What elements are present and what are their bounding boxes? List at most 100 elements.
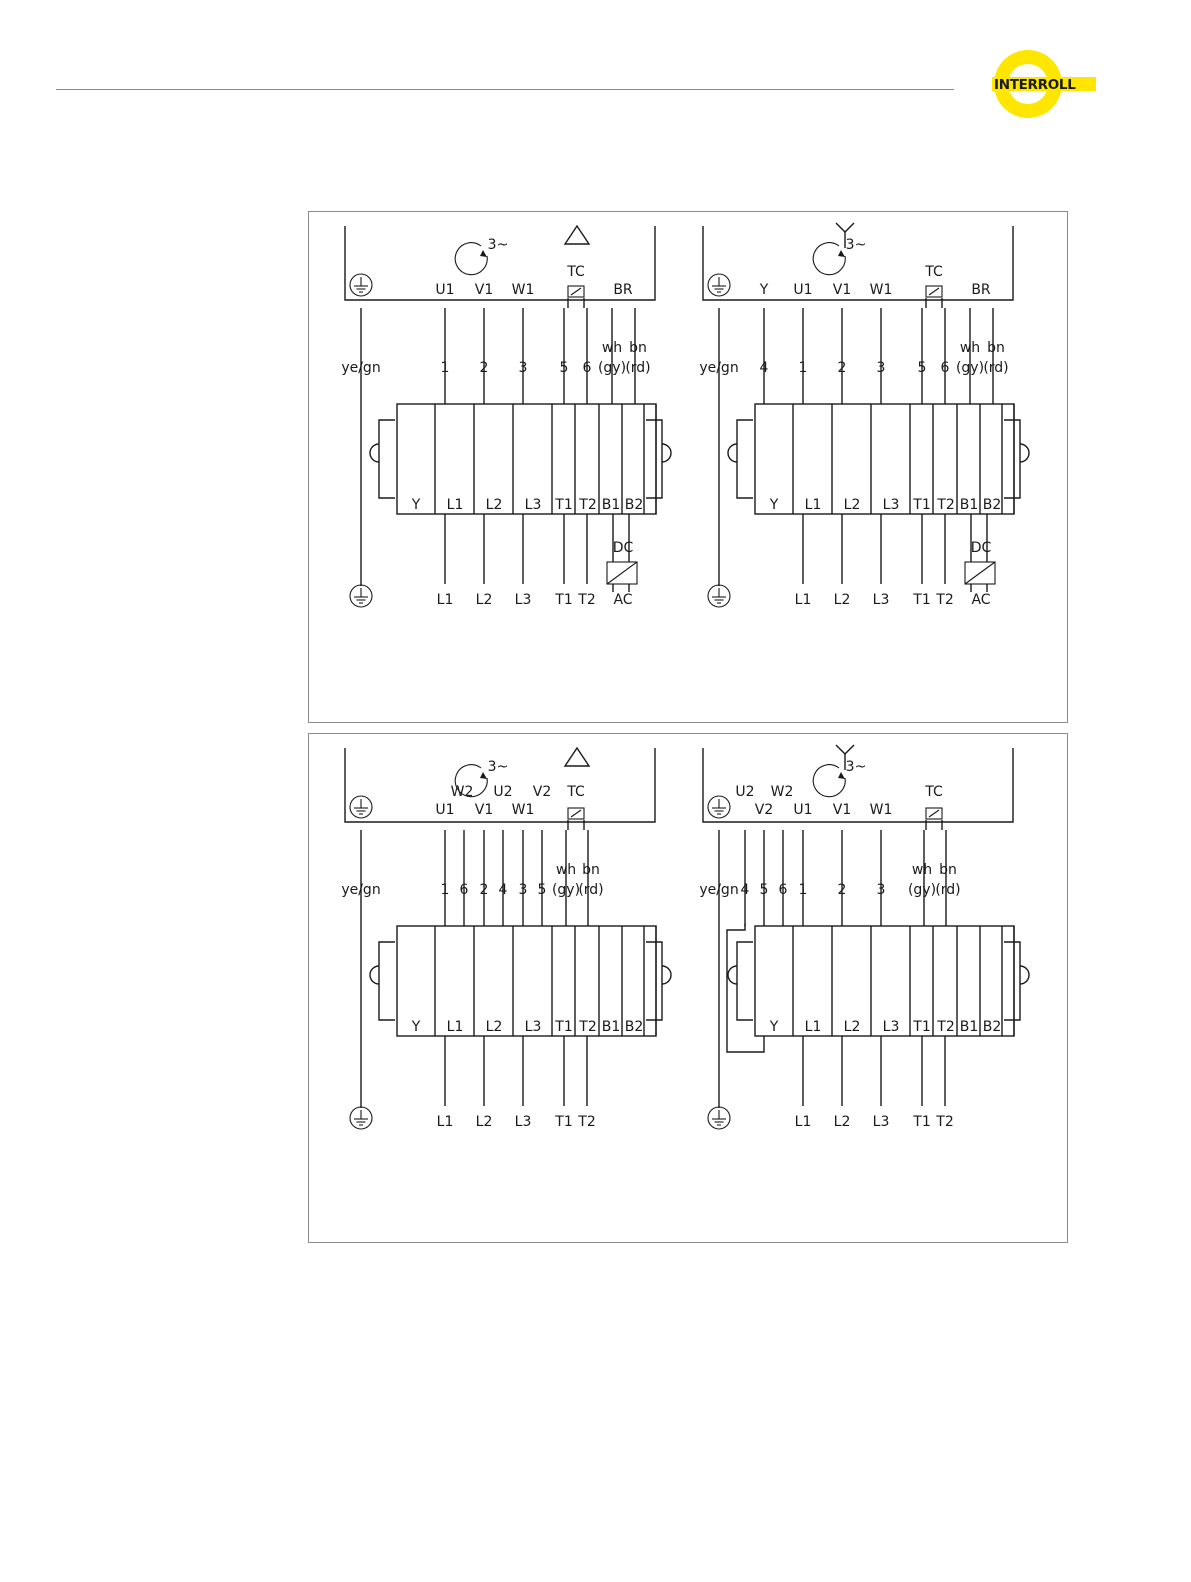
thermal-contact-switch bbox=[570, 809, 582, 818]
wire-color-label: (gy) bbox=[598, 360, 626, 376]
supply-label: L1 bbox=[795, 592, 812, 608]
terminal-label: U1 bbox=[435, 282, 454, 298]
terminal-block-label: L2 bbox=[844, 1019, 861, 1035]
terminal-block-label: T2 bbox=[936, 1019, 954, 1035]
wire-color-label: bn bbox=[939, 862, 957, 878]
supply-label: L3 bbox=[873, 1114, 890, 1130]
wire-color-label: bn bbox=[629, 340, 647, 356]
terminal-label: V2 bbox=[755, 802, 773, 818]
terminal-label: U1 bbox=[793, 802, 812, 818]
terminal-block-label: L1 bbox=[447, 1019, 464, 1035]
interroll-logo: INTERROLL bbox=[990, 46, 1100, 122]
terminal-label: W1 bbox=[870, 282, 893, 298]
terminal-block-label: T1 bbox=[554, 497, 572, 513]
ground-circle bbox=[707, 795, 731, 819]
supply-label: L2 bbox=[834, 1114, 851, 1130]
mounting-clip-hook bbox=[369, 965, 380, 985]
rotation-arc bbox=[812, 764, 846, 798]
rotation-icon: 3~ bbox=[812, 759, 866, 798]
wire-number: 5 bbox=[560, 360, 569, 376]
terminal-block-label: B2 bbox=[983, 497, 1002, 513]
wire-number: 2 bbox=[480, 882, 489, 898]
wire-number: 2 bbox=[480, 360, 489, 376]
mounting-clip-hook bbox=[1019, 965, 1030, 985]
mounting-clip-hook bbox=[661, 443, 672, 463]
rotation-arrowhead bbox=[838, 772, 845, 779]
logo-text: INTERROLL bbox=[994, 77, 1076, 93]
wire-color-label: (gy) bbox=[956, 360, 984, 376]
mounting-clip bbox=[1004, 941, 1021, 1021]
rotation-arrowhead bbox=[838, 250, 845, 257]
terminal-label: TC bbox=[924, 784, 943, 800]
terminal-label: U2 bbox=[735, 784, 754, 800]
thermal-contact-switch bbox=[928, 287, 940, 296]
supply-label: T1 bbox=[554, 592, 572, 608]
wire-number: 3 bbox=[877, 360, 886, 376]
terminal-block-label: Y bbox=[769, 1019, 779, 1035]
wire-number: 4 bbox=[499, 882, 508, 898]
terminal-block-label: L3 bbox=[883, 1019, 900, 1035]
terminal-label: V1 bbox=[475, 802, 493, 818]
rotation-label: 3~ bbox=[488, 759, 509, 775]
rotation-arrowhead bbox=[480, 772, 487, 779]
supply-label: L3 bbox=[515, 1114, 532, 1130]
rectifier-ac-label: AC bbox=[613, 592, 632, 608]
wire-number: 5 bbox=[918, 360, 927, 376]
terminal-block-label: L2 bbox=[486, 1019, 503, 1035]
ground-circle bbox=[707, 273, 731, 297]
wire-color-label: (rd) bbox=[578, 882, 603, 898]
terminal-label: TC bbox=[566, 784, 585, 800]
mounting-clip-hook bbox=[727, 443, 738, 463]
mounting-clip bbox=[378, 419, 395, 499]
thermal-contact-switch bbox=[570, 287, 582, 296]
rotation-label: 3~ bbox=[488, 237, 509, 253]
supply-label: L1 bbox=[437, 592, 454, 608]
rectifier-diagonal bbox=[606, 561, 638, 585]
mounting-clip-hook bbox=[1019, 443, 1030, 463]
wire-color-label: wh bbox=[556, 862, 576, 878]
wire-number: 4 bbox=[741, 882, 750, 898]
rectifier-diagonal bbox=[964, 561, 996, 585]
wire-color-label: (rd) bbox=[935, 882, 960, 898]
terminal-block-label: L1 bbox=[447, 497, 464, 513]
wire-number: 2 bbox=[838, 882, 847, 898]
ground-circle bbox=[707, 1106, 731, 1130]
supply-label: L2 bbox=[834, 592, 851, 608]
rectifier-icon bbox=[606, 561, 638, 585]
terminal-block-label: T1 bbox=[912, 497, 930, 513]
pe-label: ye/gn bbox=[341, 882, 380, 898]
pe-label: ye/gn bbox=[699, 882, 738, 898]
thermal-contact-icon bbox=[925, 285, 943, 298]
ground-circle bbox=[707, 584, 731, 608]
terminal-block-label: B2 bbox=[983, 1019, 1002, 1035]
terminal-block-label: Y bbox=[769, 497, 779, 513]
wire-color-label: (rd) bbox=[625, 360, 650, 376]
ground-circle bbox=[349, 584, 373, 608]
terminal-label: W2 bbox=[771, 784, 794, 800]
wire-number: 1 bbox=[441, 882, 450, 898]
supply-label: T2 bbox=[935, 592, 953, 608]
terminal-label: U1 bbox=[793, 282, 812, 298]
terminal-block-label: B1 bbox=[960, 1019, 979, 1035]
terminal-block-label: B1 bbox=[960, 497, 979, 513]
terminal-block bbox=[727, 925, 1030, 1037]
wire-number: 5 bbox=[760, 882, 769, 898]
rotation-arc bbox=[454, 764, 488, 798]
wire-color-label: bn bbox=[987, 340, 1005, 356]
rotation-icon: 3~ bbox=[454, 759, 509, 798]
terminal-label: V2 bbox=[533, 784, 551, 800]
rotation-arc bbox=[454, 242, 488, 276]
wire-color-label: wh bbox=[960, 340, 980, 356]
rotation-arc bbox=[812, 242, 846, 276]
terminal-label: W2 bbox=[451, 784, 474, 800]
ground-circle bbox=[349, 273, 373, 297]
rotation-icon: 3~ bbox=[454, 237, 509, 276]
terminal-block-label: L1 bbox=[805, 497, 822, 513]
motor-housing bbox=[702, 226, 1014, 301]
supply-label: T1 bbox=[912, 592, 930, 608]
